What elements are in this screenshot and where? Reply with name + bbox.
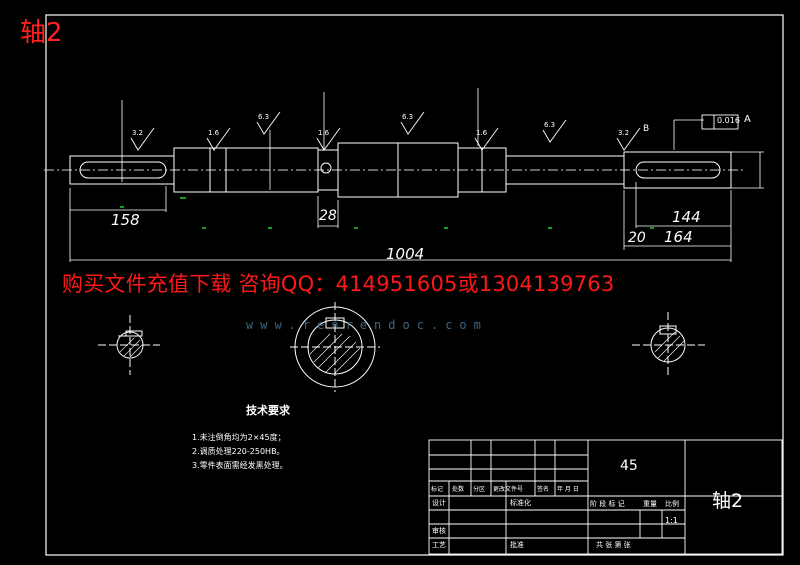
dim-short-len: 28 xyxy=(319,208,337,224)
tech-req-item-3: 3.零件表面需经发黑处理。 xyxy=(192,461,288,470)
watermark-text: www.renrendoc.com xyxy=(246,318,488,332)
roughness-mark xyxy=(474,127,499,151)
leader-lines xyxy=(121,88,704,190)
tech-req-item-2: 2.调质处理220-250HB。 xyxy=(192,447,285,456)
roughness-label: 1.6 xyxy=(208,129,220,137)
roughness-label: 6.3 xyxy=(544,121,555,129)
dim-left-len: 158 xyxy=(111,211,140,229)
dim-right-small: 20 xyxy=(628,230,646,246)
section-right xyxy=(632,312,705,378)
purchase-notice-overlay: 购买文件充值下载 咨询QQ：414951605或1304139763 xyxy=(62,272,615,296)
section-left xyxy=(98,315,160,375)
roughness-label: 6.3 xyxy=(402,113,413,121)
tb-header-1: 处数 xyxy=(452,486,465,493)
drawing-corner-title: 轴2 xyxy=(20,18,63,48)
roughness-mark xyxy=(130,127,155,151)
tb-header-4: 签名 xyxy=(537,486,550,493)
roughness-mark xyxy=(206,127,231,151)
section-left-hatch xyxy=(119,337,143,358)
dim-right-len-b: 164 xyxy=(664,228,693,246)
tb-header-3: 更改文件号 xyxy=(493,486,524,493)
scale-label: 1:1 xyxy=(665,516,678,525)
section-middle-hatch xyxy=(309,333,361,375)
tb-header-2: 分区 xyxy=(473,486,486,493)
tb-row-process: 工艺 xyxy=(432,541,446,549)
title-block-lines xyxy=(428,439,783,555)
tb-header-0: 标记 xyxy=(431,486,444,493)
tb-row-design: 设计 xyxy=(432,499,446,507)
tolerance-value: 0.016 xyxy=(717,116,740,125)
roughness-mark xyxy=(400,111,425,135)
roughness-label: 6.3 xyxy=(258,113,269,121)
roughness-symbols: 3.2 1.6 6.3 1.6 6.3 1.6 6.3 3.2 xyxy=(130,111,641,151)
tb-scale-head: 比例 xyxy=(665,500,679,508)
roughness-label: 3.2 xyxy=(132,129,143,137)
roughness-mark xyxy=(616,127,641,151)
tolerance-frame xyxy=(701,114,739,130)
roughness-label: 3.2 xyxy=(618,129,629,137)
sheet-border xyxy=(45,14,784,556)
dim-total-len: 1004 xyxy=(386,245,425,263)
tb-header-5: 年 月 日 xyxy=(557,486,579,493)
dimension-lines xyxy=(69,151,764,262)
section-right-hatch xyxy=(654,331,685,362)
tb-sheet-count: 共 张 第 张 xyxy=(596,541,631,549)
tb-approval: 批准 xyxy=(510,541,524,549)
tb-standardization: 标准化 xyxy=(510,499,531,507)
datum-b-label: B xyxy=(643,124,650,134)
green-marks xyxy=(120,197,654,229)
part-name-label: 轴2 xyxy=(712,490,744,512)
tb-weight: 重量 xyxy=(643,500,657,508)
tech-req-item-1: 1.未注倒角均为2×45度； xyxy=(192,433,286,442)
tb-row-review: 审核 xyxy=(432,527,446,535)
roughness-mark xyxy=(256,111,281,135)
tech-requirements-heading: 技术要求 xyxy=(246,404,290,417)
material-label: 45 xyxy=(620,458,638,474)
dim-right-len-a: 144 xyxy=(672,208,701,226)
roughness-mark xyxy=(316,127,341,151)
tolerance-datum: A xyxy=(744,114,751,125)
roughness-mark xyxy=(542,119,567,143)
section-middle xyxy=(290,302,380,392)
roughness-label: 1.6 xyxy=(318,129,330,137)
roughness-label: 1.6 xyxy=(476,129,488,137)
tb-stage-mark: 阶 段 标 记 xyxy=(590,500,625,508)
shaft-main-view xyxy=(44,142,745,198)
